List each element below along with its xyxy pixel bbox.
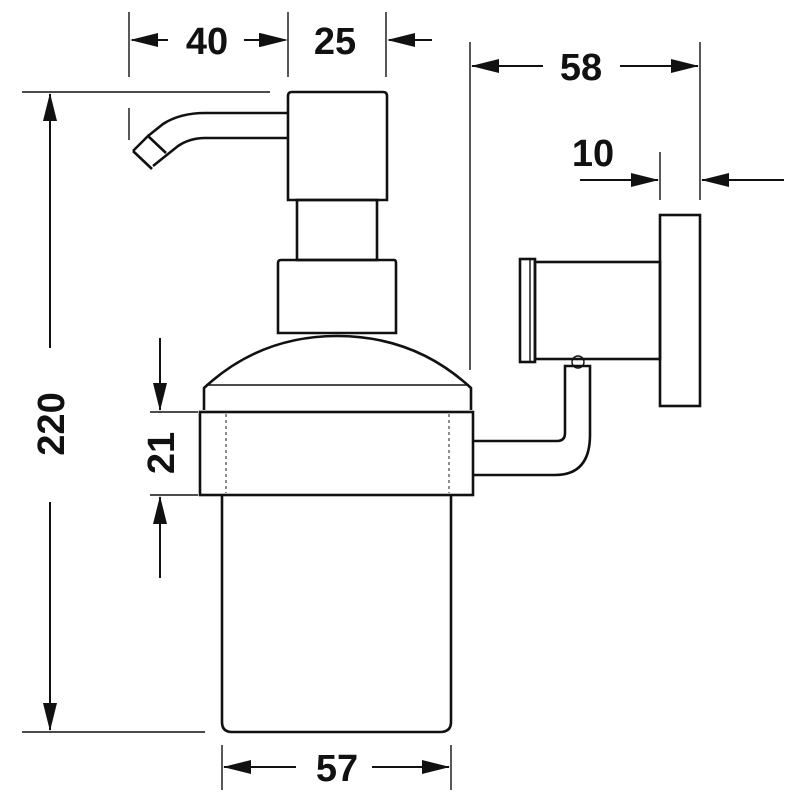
holder-ring xyxy=(198,410,475,497)
dimension-label-57: 57 xyxy=(316,748,358,790)
pump-stem xyxy=(295,198,379,262)
wall-mount-block xyxy=(518,257,662,369)
dimension-label-40: 40 xyxy=(186,21,228,63)
pump-spout xyxy=(132,111,288,170)
dimension-container-width: 57 xyxy=(223,748,450,790)
container-lid xyxy=(202,334,473,410)
dimension-holder-ring-height: 21 xyxy=(141,338,183,578)
dimension-label-10: 10 xyxy=(572,133,614,175)
wall-plate xyxy=(658,213,702,408)
pump-head xyxy=(286,90,389,202)
dimension-label-58: 58 xyxy=(560,47,602,89)
mounting-arm xyxy=(473,364,592,477)
glass-container xyxy=(220,495,453,734)
dimension-total-height: 220 xyxy=(31,93,73,731)
pump-collar xyxy=(276,258,398,335)
dimension-label-25: 25 xyxy=(314,21,356,63)
dimension-label-220: 220 xyxy=(31,392,73,455)
dimension-pump-head-width: 25 xyxy=(260,21,432,63)
dimension-wall-projection: 58 xyxy=(471,47,699,89)
soap-dispenser-outline xyxy=(132,90,702,734)
extension-lines xyxy=(22,12,701,790)
dimension-label-21: 21 xyxy=(141,432,183,474)
dimension-wall-plate-thickness: 10 xyxy=(572,133,784,187)
